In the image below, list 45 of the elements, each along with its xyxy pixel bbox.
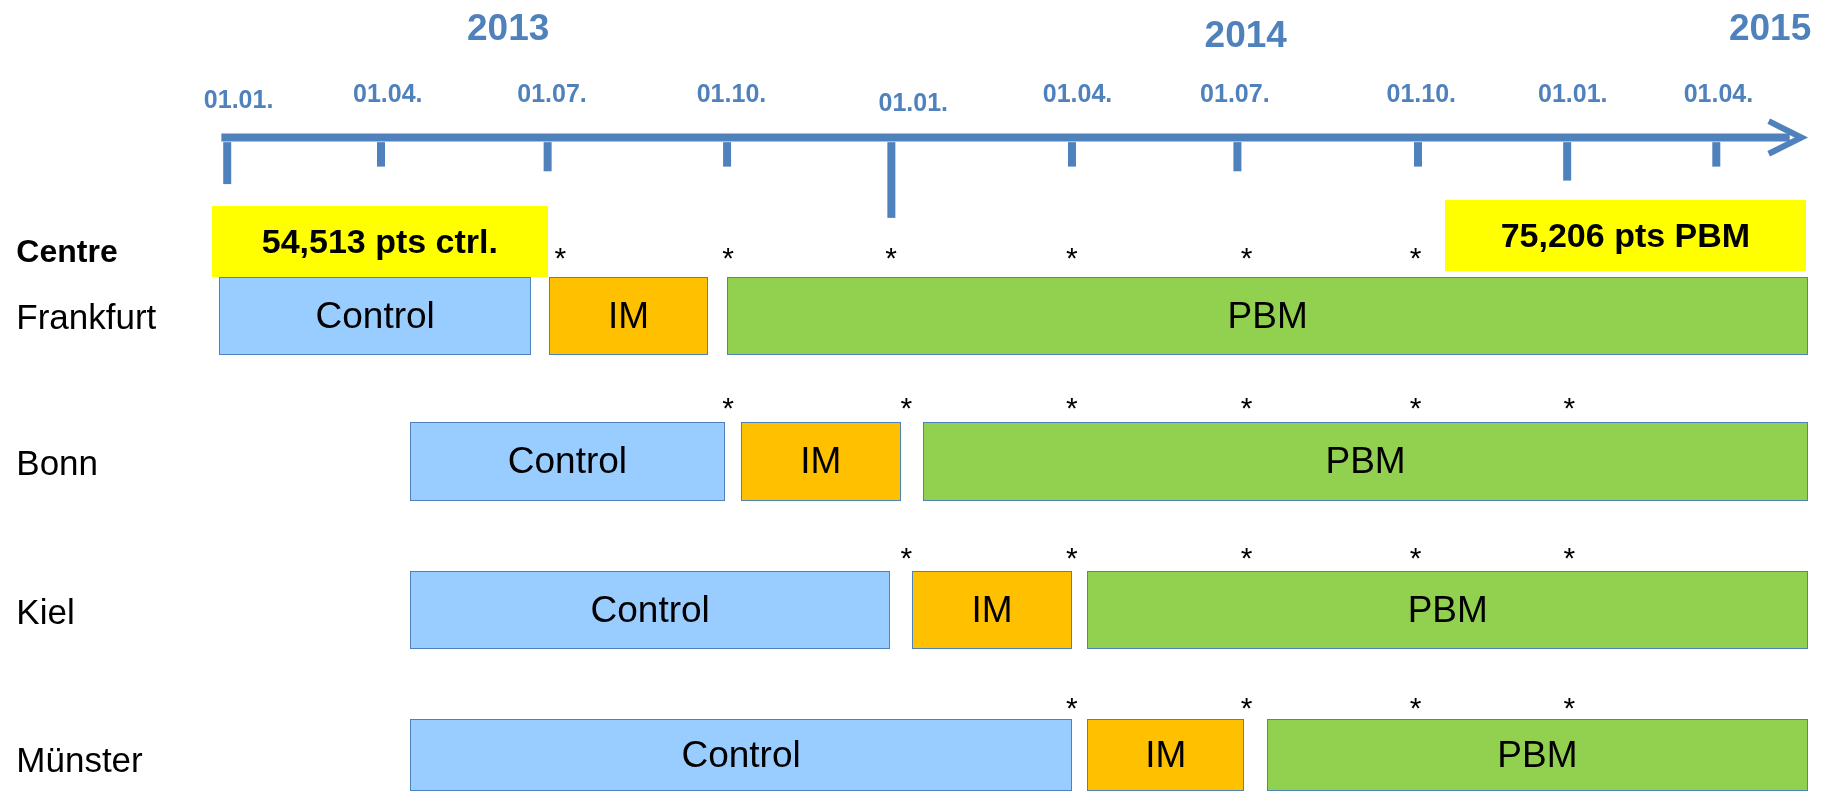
phase-bar: PBM: [1266, 718, 1809, 792]
date-label: 01.04.: [1042, 80, 1113, 106]
phase-bar: Control: [410, 718, 1072, 792]
asterisk-mark: *: [722, 392, 734, 423]
phase-bar: Control: [219, 277, 532, 356]
phase-bar: PBM: [922, 421, 1809, 501]
asterisk-mark: *: [1240, 392, 1253, 423]
phase-bar: PBM: [1087, 570, 1809, 649]
phase-bar: IM: [548, 277, 709, 356]
asterisk-mark: *: [554, 242, 567, 273]
phase-bar: IM: [741, 421, 901, 501]
asterisk-mark: *: [1409, 392, 1422, 423]
phase-bar: Control: [410, 421, 725, 501]
date-label: 01.07.: [517, 80, 587, 106]
date-label: 01.01.: [878, 90, 948, 116]
phase-bar: IM: [1087, 718, 1245, 792]
phase-bar: IM: [912, 570, 1072, 649]
date-label: 01.10.: [1386, 80, 1457, 106]
year-label: 2015: [1728, 9, 1812, 47]
highlight-box: 54,513 pts ctrl.: [212, 206, 548, 278]
date-label: 01.10.: [696, 80, 767, 106]
asterisk-mark: *: [900, 543, 913, 574]
asterisk-mark: *: [1065, 392, 1078, 423]
asterisk-mark: *: [722, 242, 734, 273]
date-label: 01.04.: [353, 80, 423, 106]
centre-name: Münster: [16, 742, 143, 778]
phase-bar: PBM: [727, 277, 1809, 356]
asterisk-mark: *: [885, 242, 898, 273]
asterisk-mark: *: [1563, 392, 1576, 423]
centre-name: Bonn: [16, 445, 99, 481]
asterisk-mark: *: [1065, 242, 1078, 273]
date-label: 01.07.: [1200, 80, 1270, 106]
centre-name: Frankfurt: [16, 299, 157, 335]
phase-bar: Control: [410, 570, 891, 649]
asterisk-mark: *: [1409, 242, 1422, 273]
asterisk-mark: *: [900, 392, 913, 423]
date-label: 01.01.: [1538, 80, 1608, 106]
date-label: 01.01.: [203, 86, 274, 112]
date-label: 01.04.: [1683, 80, 1754, 106]
highlight-box: 75,206 pts PBM: [1444, 200, 1806, 272]
column-heading: Centre: [16, 234, 118, 267]
centre-name: Kiel: [16, 594, 75, 630]
year-label: 2014: [1204, 16, 1287, 54]
asterisk-mark: *: [1240, 242, 1253, 273]
year-label: 2013: [467, 9, 550, 47]
